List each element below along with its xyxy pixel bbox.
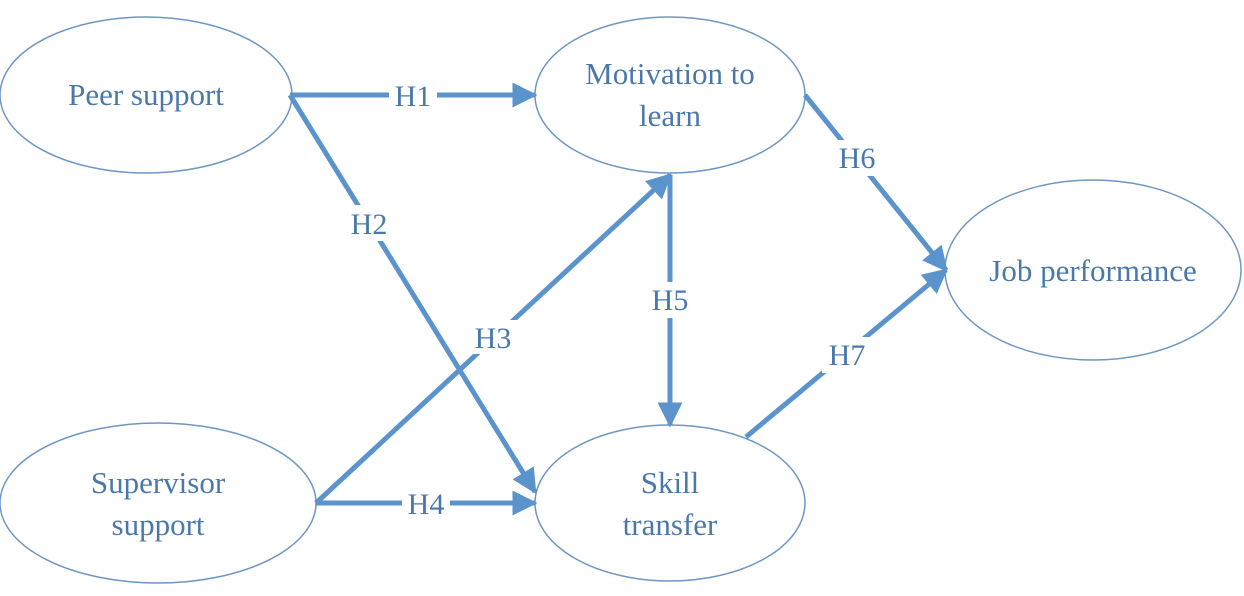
node-label-line: support — [112, 507, 205, 542]
node-label-line: learn — [639, 98, 701, 133]
node-job-performance: Job performance — [944, 179, 1242, 361]
node-peer-support: Peer support — [0, 16, 293, 174]
node-ellipse — [0, 422, 317, 584]
edge-h4-label: H4 — [408, 488, 445, 521]
node-skill-transfer: Skill transfer — [534, 424, 806, 582]
node-ellipse — [534, 16, 806, 174]
edge-h3-label: H3 — [475, 322, 512, 355]
node-label-line: transfer — [623, 507, 718, 542]
node-label-line: Motivation to — [585, 56, 755, 91]
edge-h5-label: H5 — [652, 284, 689, 317]
node-ellipse — [534, 424, 806, 582]
edge-label-background — [833, 140, 881, 176]
edge-h7: H7 — [744, 268, 948, 439]
edge-label-background — [822, 337, 872, 373]
edge-label-background — [389, 78, 437, 112]
edge-h2-arrow — [287, 93, 538, 495]
edge-label-background — [468, 320, 518, 354]
node-supervisor-support: Supervisor support — [0, 422, 317, 584]
edge-label-background — [402, 486, 450, 520]
edge-h1: H1 — [290, 78, 538, 113]
edge-h4: H4 — [316, 486, 538, 521]
edge-label-background — [646, 282, 694, 318]
node-label-line: Supervisor — [91, 465, 226, 500]
edge-h6: H6 — [803, 93, 948, 272]
edge-label-background — [345, 205, 393, 241]
edge-h6-arrow — [803, 93, 948, 272]
node-motivation-to-learn: Motivation to learn — [534, 16, 806, 174]
edge-h2: H2 — [287, 93, 538, 495]
edge-h1-label: H1 — [395, 80, 432, 113]
edge-h5: H5 — [646, 175, 694, 428]
edge-h6-label: H6 — [839, 142, 876, 175]
edge-h3: H3 — [314, 173, 672, 505]
node-label-line: Job performance — [989, 253, 1196, 288]
node-label-line: Peer support — [68, 77, 224, 112]
node-label-line: Skill — [641, 465, 700, 500]
edge-h2-label: H2 — [351, 208, 388, 241]
edge-h7-label: H7 — [829, 339, 866, 372]
